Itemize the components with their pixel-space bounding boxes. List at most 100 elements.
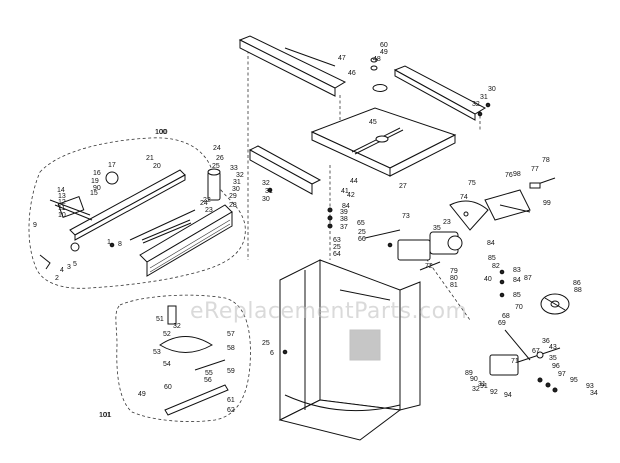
part-label: 72	[425, 263, 433, 270]
part-label: 6	[270, 350, 274, 357]
part-label: 63	[333, 237, 341, 244]
part-label: 31	[265, 188, 273, 195]
part-label: 43	[549, 344, 557, 351]
part-label: 93	[586, 383, 594, 390]
part-label: 60	[164, 384, 172, 391]
part-label: 45	[369, 119, 377, 126]
part-label: 60	[380, 42, 388, 49]
fence-guide-rod	[141, 219, 192, 244]
motor-assembly	[364, 229, 463, 271]
part-label: 52	[163, 331, 171, 338]
part-label: 84	[487, 240, 495, 247]
part-label: 35	[549, 355, 557, 362]
part-label: 54	[163, 361, 171, 368]
part-label: 38	[340, 216, 348, 223]
rip-fence-assembly	[39, 169, 186, 270]
hardware-fasteners	[109, 102, 558, 393]
part-label: 17	[108, 162, 116, 169]
lock-handle	[529, 177, 556, 189]
part-label: 36	[542, 338, 550, 345]
part-label: 47	[338, 55, 346, 62]
part-label: 28	[229, 202, 237, 209]
part-label: 101	[99, 412, 111, 419]
part-label: 32	[236, 172, 244, 179]
tilt-bracket	[484, 189, 531, 221]
front-rail	[238, 35, 347, 97]
part-label: 78	[542, 157, 550, 164]
part-label: 61	[227, 397, 235, 404]
miter-gauge-assembly	[159, 305, 229, 416]
part-label: 98	[513, 171, 521, 178]
part-label: 66	[358, 236, 366, 243]
watermark-text: eReplacementParts.com	[190, 299, 467, 324]
part-label: 5	[73, 261, 77, 268]
part-label: 84	[513, 277, 521, 284]
part-label: 65	[357, 220, 365, 227]
part-label: 10	[58, 212, 66, 219]
part-label: 39	[340, 209, 348, 216]
part-label: 26	[216, 155, 224, 162]
part-label: 85	[488, 255, 496, 262]
part-label: 34	[590, 390, 598, 397]
part-label: 2	[55, 275, 59, 282]
part-label: 67	[532, 348, 540, 355]
part-label: 71	[511, 358, 519, 365]
part-label: 31	[480, 94, 488, 101]
part-label: 62	[227, 407, 235, 414]
part-label: 90	[93, 185, 101, 192]
part-label: 25	[333, 244, 341, 251]
part-label: 91	[480, 383, 488, 390]
part-label: 40	[484, 276, 492, 283]
part-label: 29	[229, 193, 237, 200]
group-label-101: 101	[99, 410, 112, 419]
part-label: 77	[531, 166, 539, 173]
part-label: 23	[205, 207, 213, 214]
part-label: 69	[498, 320, 506, 327]
part-label: 1	[107, 239, 111, 246]
part-label: 97	[558, 371, 566, 378]
blade-guard	[449, 200, 489, 231]
stand-base	[278, 259, 421, 441]
part-label: 46	[348, 70, 356, 77]
part-label: 92	[490, 389, 498, 396]
table-top	[310, 107, 457, 177]
fence-lock-cylinder	[207, 168, 221, 201]
part-label: 30	[262, 196, 270, 203]
part-label: 14	[57, 187, 65, 194]
part-label: 32	[472, 101, 480, 108]
part-label: 88	[574, 287, 582, 294]
part-label: 37	[340, 224, 348, 231]
part-label: 30	[488, 86, 496, 93]
part-label: 19	[91, 178, 99, 185]
trunnion-assembly	[489, 329, 561, 376]
handwheel	[540, 293, 570, 315]
part-label: 12	[58, 199, 66, 206]
part-label: 94	[504, 392, 512, 399]
part-label: 42	[347, 192, 355, 199]
part-label: 11	[58, 205, 65, 212]
part-label: 86	[573, 280, 581, 287]
group-label-100: 100	[155, 127, 168, 136]
part-number-labels: 4760494846303132452733323130292832313044…	[33, 42, 598, 419]
part-label: 84	[342, 203, 350, 210]
part-label: 8	[118, 241, 122, 248]
part-label: 79	[450, 268, 458, 275]
part-label: 51	[156, 316, 164, 323]
part-label: 25	[358, 229, 366, 236]
part-label: 20	[153, 163, 161, 170]
part-label: 81	[450, 282, 458, 289]
part-label: 24	[200, 200, 208, 207]
part-label: 21	[146, 155, 154, 162]
part-label: 95	[570, 377, 578, 384]
part-label: 32	[472, 386, 480, 393]
table-insert	[370, 57, 388, 92]
part-label: 64	[333, 251, 341, 258]
part-label: 85	[513, 292, 521, 299]
part-label: 30	[232, 186, 240, 193]
part-label: 89	[465, 370, 473, 377]
part-label: 27	[399, 183, 407, 190]
fence-face-extrusion	[129, 204, 233, 277]
part-label: 23	[443, 219, 451, 226]
